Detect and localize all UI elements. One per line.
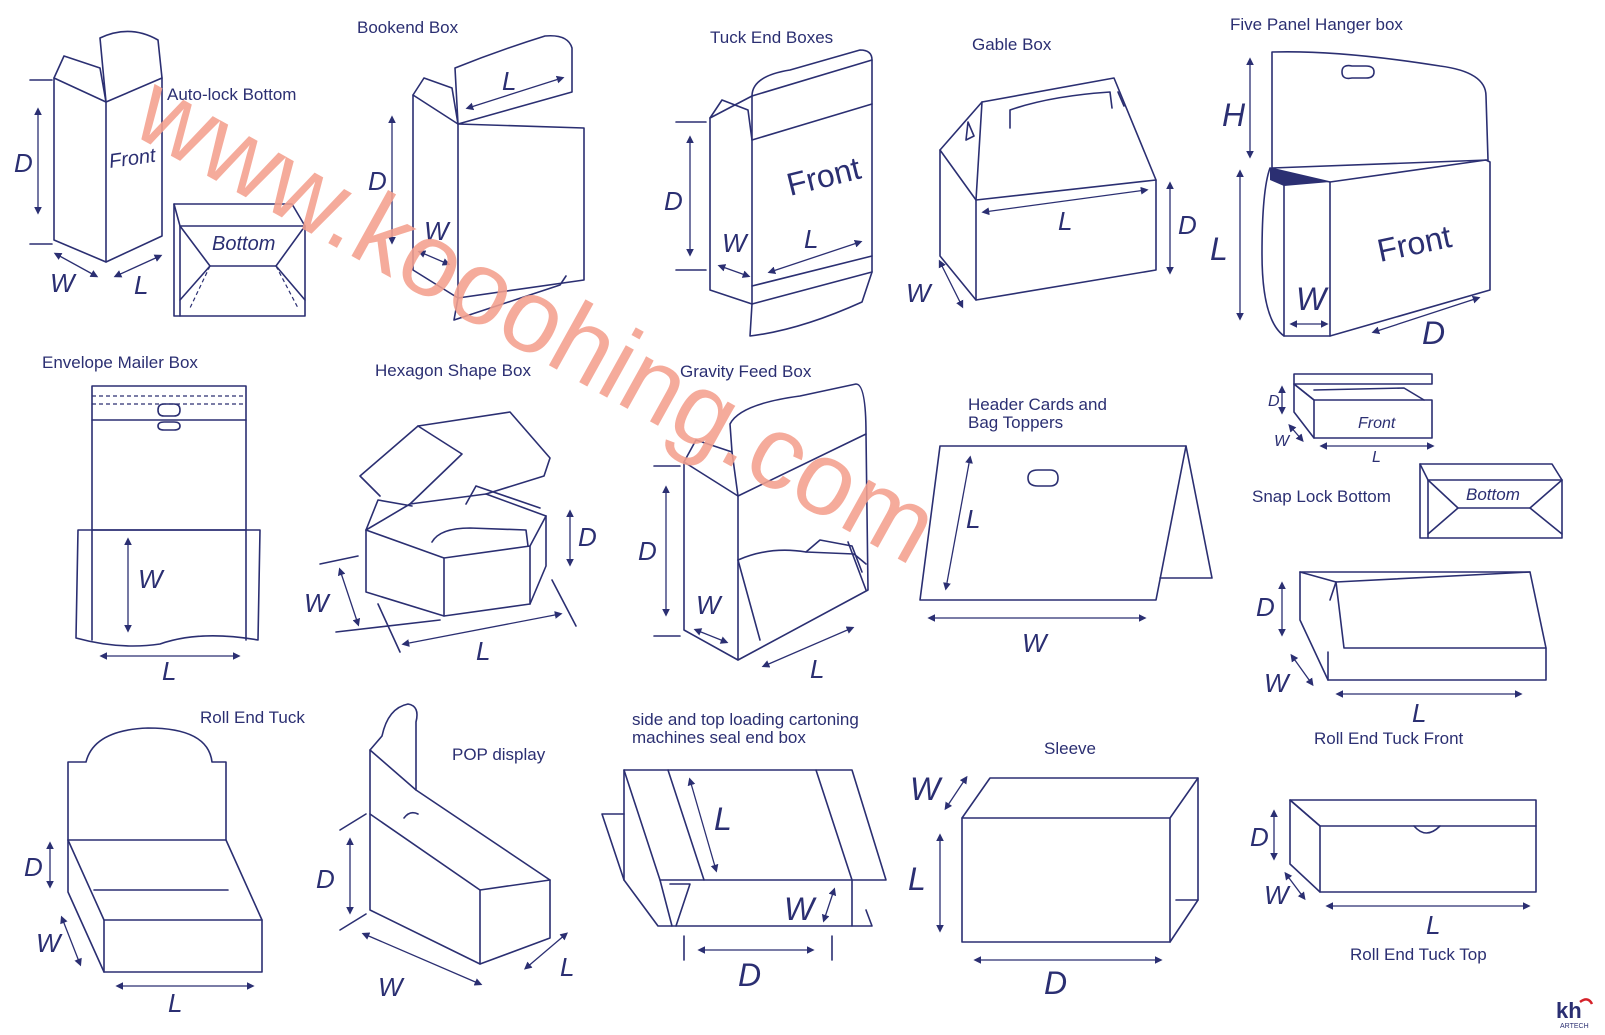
dim-label-w: W: [36, 928, 63, 958]
title-five-panel-hanger-box: Five Panel Hanger box: [1230, 15, 1403, 34]
title-tuck-end-boxes: Tuck End Boxes: [710, 28, 833, 47]
title-cartoning-line2: machines seal end box: [632, 728, 806, 747]
face-label: Front: [783, 150, 864, 203]
dim-label-d: D: [638, 536, 657, 566]
title-gravity-feed-box: Gravity Feed Box: [680, 362, 812, 381]
title-roll-end-tuck-front: Roll End Tuck Front: [1314, 729, 1464, 748]
dim-label-l: L: [162, 656, 176, 686]
dim-label-l: L: [714, 801, 732, 837]
dim-label-w: W: [1264, 880, 1291, 910]
dim-label-w: W: [784, 891, 817, 927]
dim-label-w: W: [1296, 281, 1329, 317]
dim-label-d: D: [24, 852, 43, 882]
dim-label-d: D: [368, 166, 387, 196]
dim-label-l: L: [810, 654, 824, 684]
logo-text: ARTECH: [1560, 1023, 1589, 1030]
dim-label-l: L: [476, 636, 490, 666]
title-hexagon-shape-box: Hexagon Shape Box: [375, 361, 531, 380]
five-panel-hanger-box: Five Panel Hanger box H L W D Front: [1210, 15, 1491, 351]
dim-label-w: W: [138, 564, 165, 594]
long-tuck-box: D W L: [1256, 571, 1547, 728]
gable-box: Gable Box L D W: [906, 35, 1197, 309]
title-roll-end-tuck: Roll End Tuck: [200, 708, 305, 727]
pop-display-box: POP display D W L: [316, 703, 574, 1002]
dim-label-w: W: [1274, 433, 1291, 450]
snap-lock-front-box: Front D W L: [1268, 373, 1435, 466]
title-sleeve: Sleeve: [1044, 739, 1096, 758]
dim-label-d: D: [578, 522, 597, 552]
dim-label-l: L: [966, 504, 980, 534]
title-header-cards-line1: Header Cards and: [968, 395, 1107, 414]
dim-label-d: D: [1268, 393, 1280, 410]
dim-label-w: W: [304, 588, 331, 618]
dim-label-d: D: [1256, 592, 1275, 622]
dim-label-w: W: [1264, 668, 1291, 698]
dim-label-l: L: [1210, 231, 1228, 267]
dim-label-w: W: [50, 268, 77, 298]
title-roll-end-tuck-top: Roll End Tuck Top: [1350, 945, 1487, 964]
dim-label-w: W: [424, 216, 451, 246]
dim-label-d: D: [1044, 965, 1067, 1001]
dim-label-l: L: [168, 988, 182, 1018]
dim-label-d: D: [664, 186, 683, 216]
tuck-end-box: Tuck End Boxes Front D W L: [664, 28, 873, 337]
roll-end-tuck-front-box: Roll End Tuck Front Roll End Tuck Top D …: [1250, 729, 1537, 964]
dim-label-d: D: [738, 957, 761, 993]
dim-label-d: D: [1422, 315, 1445, 351]
title-gable-box: Gable Box: [972, 35, 1052, 54]
dim-label-l: L: [1426, 910, 1440, 940]
dim-label-l: L: [134, 270, 148, 300]
title-envelope-mailer-box: Envelope Mailer Box: [42, 353, 198, 372]
title-pop-display: POP display: [452, 745, 546, 764]
dim-label-l: L: [908, 861, 926, 897]
dim-label-d: D: [1250, 822, 1269, 852]
dim-label-w: W: [906, 278, 933, 308]
dim-label-w: W: [696, 590, 723, 620]
hexagon-shape-box: Hexagon Shape Box D W L: [304, 361, 597, 666]
logo-mark: kh: [1556, 998, 1582, 1023]
title-snap-lock-bottom: Snap Lock Bottom: [1252, 487, 1391, 506]
snap-lock-bottom-view: Bottom: [1419, 463, 1563, 539]
dim-label-d: D: [316, 864, 335, 894]
artech-logo: kh ARTECH: [1556, 998, 1594, 1030]
dim-label-h: H: [1222, 97, 1246, 133]
face-label: Bottom: [212, 233, 275, 255]
dim-label-d: D: [14, 148, 33, 178]
face-label: Front: [1358, 415, 1396, 432]
dim-label-w: W: [378, 972, 405, 1002]
cartoning-seal-end-box: side and top loading cartoning machines …: [601, 710, 887, 993]
sleeve-box: Sleeve W L D: [908, 739, 1199, 1001]
face-label: Front: [1374, 218, 1455, 269]
auto-lock-bottom-view: Bottom: [173, 203, 306, 317]
dim-label-w: W: [722, 228, 749, 258]
auto-lock-bottom-box: Front D W L: [14, 30, 163, 300]
dim-label-l: L: [1372, 449, 1381, 466]
dim-label-w: W: [1022, 628, 1049, 658]
title-cartoning-line1: side and top loading cartoning: [632, 710, 859, 729]
face-label: Bottom: [1466, 485, 1520, 504]
title-header-cards-line2: Bag Toppers: [968, 413, 1063, 432]
dim-label-d: D: [1178, 210, 1197, 240]
dim-label-l: L: [1058, 206, 1072, 236]
title-auto-lock-bottom: Auto-lock Bottom: [167, 85, 296, 104]
dim-label-l: L: [804, 224, 818, 254]
dim-label-w: W: [910, 771, 943, 807]
roll-end-tuck-box: Roll End Tuck D W L: [24, 708, 305, 1018]
bookend-box: Bookend Box L D W: [357, 18, 585, 321]
dim-label-l: L: [560, 952, 574, 982]
dim-label-l: L: [502, 66, 516, 96]
dim-label-l: L: [1412, 698, 1426, 728]
gravity-feed-box: Gravity Feed Box D W L: [638, 362, 869, 684]
header-card: Header Cards and Bag Toppers L W: [919, 395, 1213, 658]
title-bookend-box: Bookend Box: [357, 18, 459, 37]
envelope-mailer-box: Envelope Mailer Box W L: [42, 353, 261, 686]
